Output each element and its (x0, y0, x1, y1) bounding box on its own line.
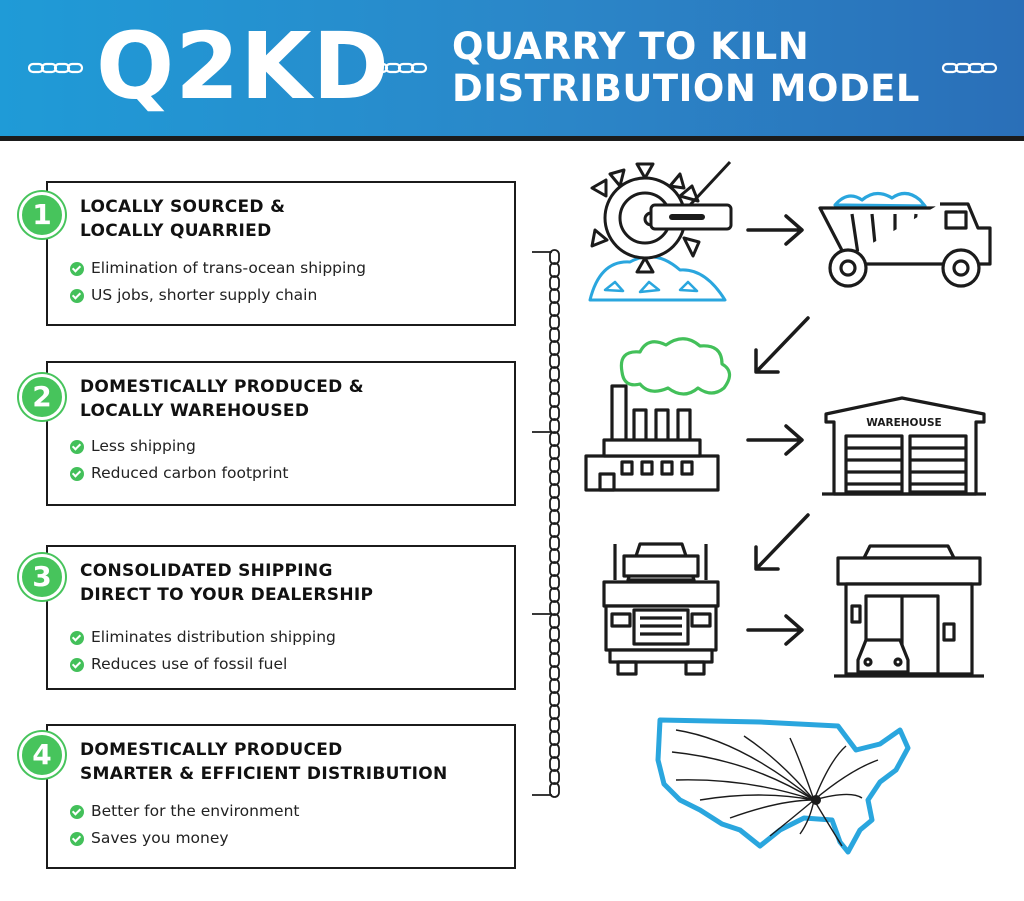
step-title: CONSOLIDATED SHIPPING DIRECT TO YOUR DEA… (80, 561, 374, 605)
chain-icon (532, 249, 560, 798)
benefit-list: Elimination of trans-ocean shipping US j… (70, 255, 366, 309)
arrow-icon (746, 614, 804, 646)
check-icon (70, 261, 84, 276)
step-number-badge: 4 (19, 732, 65, 778)
factory-icon (584, 337, 732, 492)
check-icon (70, 466, 84, 481)
benefit-list: Eliminates distribution shipping Reduces… (70, 624, 336, 678)
step-title: DOMESTICALLY PRODUCED SMARTER & EFFICIEN… (80, 740, 448, 784)
chain-icon (372, 62, 428, 74)
check-icon (70, 657, 84, 672)
header-divider (0, 136, 1024, 141)
step-number-badge: 3 (19, 554, 65, 600)
step-number-badge: 2 (19, 374, 65, 420)
list-item: Reduces use of fossil fuel (70, 651, 336, 678)
chain-icon (28, 62, 84, 74)
step-title: DOMESTICALLY PRODUCED & LOCALLY WAREHOUS… (80, 377, 364, 421)
arrow-icon (754, 316, 810, 374)
step-card-4: DOMESTICALLY PRODUCED SMARTER & EFFICIEN… (46, 724, 516, 869)
warehouse-icon (822, 396, 986, 496)
bucket-wheel-excavator-icon (588, 160, 733, 302)
check-icon (70, 831, 84, 846)
check-icon (70, 439, 84, 454)
arrow-icon (746, 424, 804, 456)
benefit-list: Better for the environment Saves you mon… (70, 798, 299, 852)
list-item: Elimination of trans-ocean shipping (70, 255, 366, 282)
list-item: Reduced carbon footprint (70, 460, 288, 487)
dump-truck-icon (818, 191, 992, 288)
arrow-icon (746, 214, 804, 246)
chain-icon (942, 62, 998, 74)
benefit-list: Less shipping Reduced carbon footprint (70, 433, 288, 487)
arrow-icon (754, 513, 810, 571)
step-card-3: CONSOLIDATED SHIPPING DIRECT TO YOUR DEA… (46, 545, 516, 690)
page-title-line-1: QUARRY TO KILN (452, 25, 810, 68)
step-title: LOCALLY SOURCED & LOCALLY QUARRIED (80, 197, 286, 241)
us-map-icon (655, 717, 911, 855)
step-card-1: LOCALLY SOURCED & LOCALLY QUARRIED Elimi… (46, 181, 516, 326)
step-card-2: DOMESTICALLY PRODUCED & LOCALLY WAREHOUS… (46, 361, 516, 506)
list-item: Eliminates distribution shipping (70, 624, 336, 651)
step-number-badge: 1 (19, 192, 65, 238)
dealership-icon (834, 544, 984, 678)
list-item: Less shipping (70, 433, 288, 460)
check-icon (70, 288, 84, 303)
page-title-line-2: DISTRIBUTION MODEL (452, 67, 921, 110)
list-item: US jobs, shorter supply chain (70, 282, 366, 309)
warehouse-sign-label: WAREHOUSE (866, 417, 941, 429)
check-icon (70, 630, 84, 645)
semi-truck-icon (602, 542, 720, 676)
list-item: Better for the environment (70, 798, 299, 825)
header-banner: Q2KD QUARRY TO KILN DISTRIBUTION MODEL (0, 0, 1024, 136)
list-item: Saves you money (70, 825, 299, 852)
check-icon (70, 804, 84, 819)
page-title: QUARRY TO KILN DISTRIBUTION MODEL (452, 26, 932, 110)
brand-logo-text: Q2KD (96, 13, 390, 120)
